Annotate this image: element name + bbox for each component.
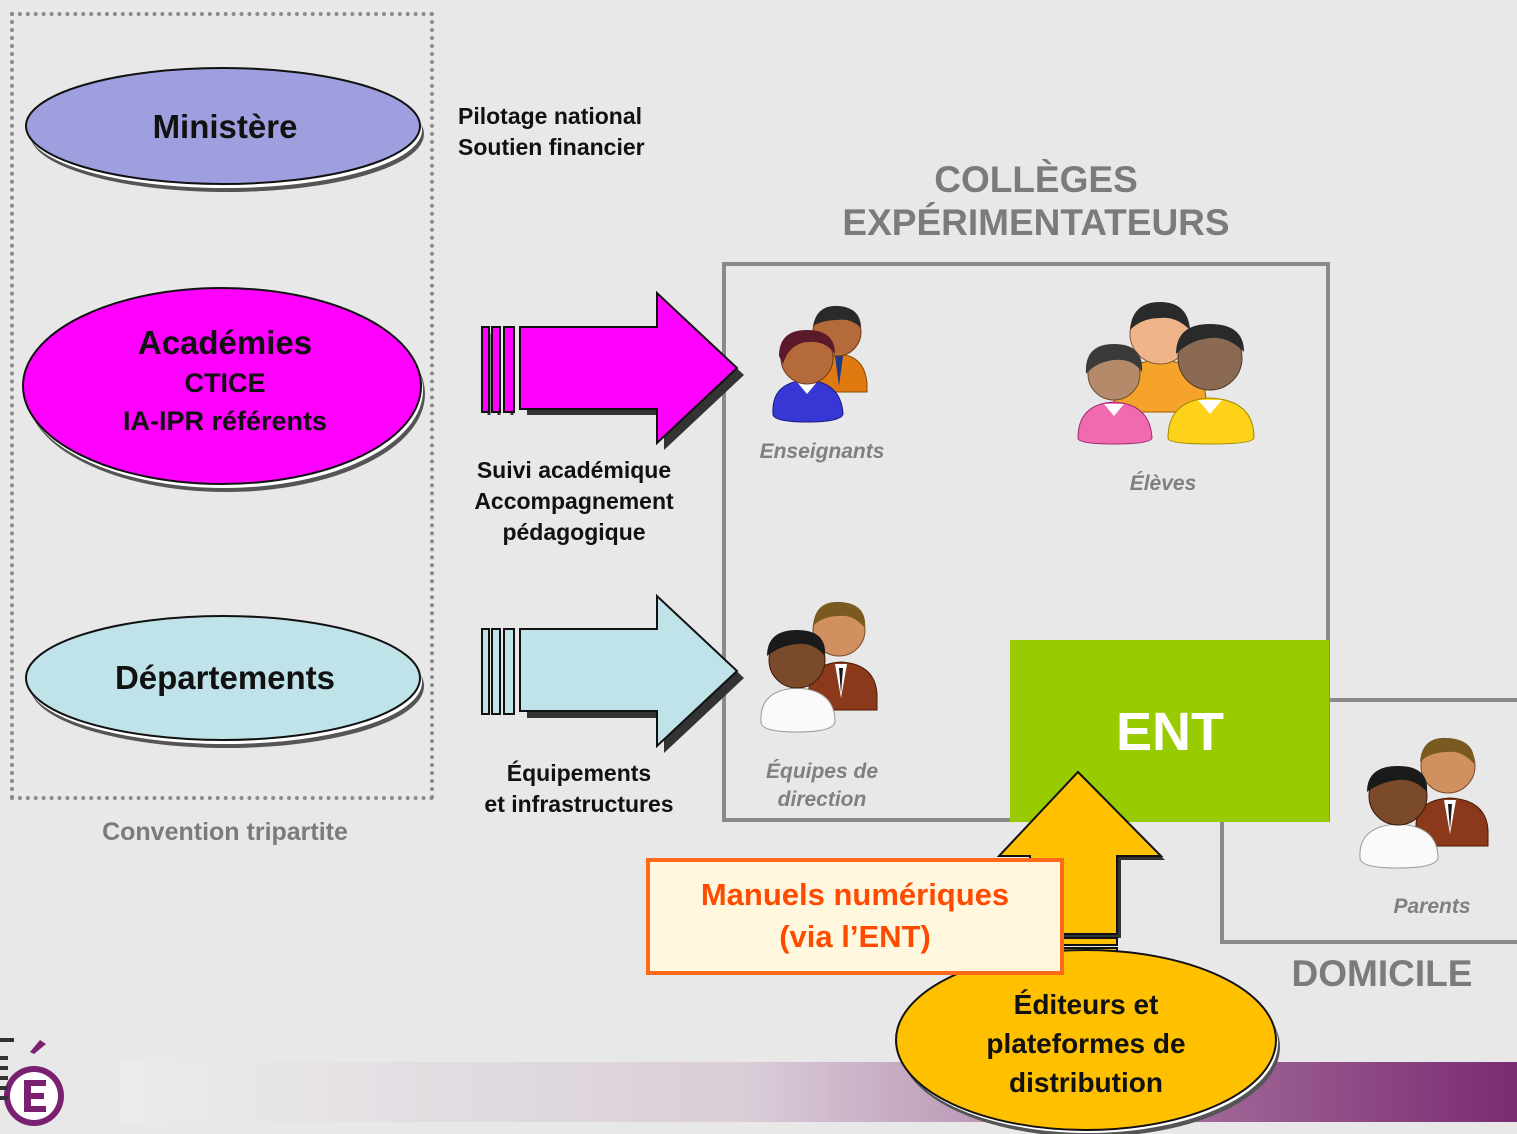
academies-iapr: IA-IPR référents <box>122 406 328 436</box>
suivi-text: Suivi académique Accompagnement pédagogi… <box>440 455 708 548</box>
parents-label: Parents <box>1393 895 1471 918</box>
equipements-line1: Équipements <box>506 760 652 786</box>
equipements-text: Équipements et infrastructures <box>446 758 712 820</box>
ent-label: ENT <box>1116 702 1224 762</box>
education-nationale-logo <box>0 1038 64 1126</box>
parents-icon <box>1359 737 1489 869</box>
equipements-line2: et infrastructures <box>484 791 674 817</box>
editeurs-text: Éditeurs et plateformes de distribution <box>936 985 1236 1102</box>
equipes-line2: direction <box>777 788 867 811</box>
enseignants-label: Enseignants <box>759 440 885 463</box>
equipements-arrow <box>481 593 744 753</box>
ministere-ellipse <box>25 67 424 192</box>
academies-label: Académies <box>137 324 313 361</box>
departements-ellipse <box>25 615 424 748</box>
ministere-label: Ministère <box>152 108 298 145</box>
convention-label: Convention tripartite <box>102 817 348 846</box>
pilotage-text: Pilotage national Soutien financier <box>440 101 718 163</box>
suivi-arrow <box>481 290 744 450</box>
footer-band <box>120 1062 1517 1122</box>
editeurs-line1: Éditeurs et <box>1013 989 1159 1020</box>
students-group-icon <box>1077 302 1255 445</box>
colleges-title-line2: EXPÉRIMENTATEURS <box>842 202 1230 243</box>
colleges-title: COLLÈGES EXPÉRIMENTATEURS <box>760 158 1312 244</box>
editeurs-ellipse <box>895 949 1280 1134</box>
academies-label-group: Académies CTICE IA-IPR référents <box>30 322 420 440</box>
manuels-line1: Manuels numériques <box>700 877 1010 912</box>
suivi-line1: Suivi académique <box>476 457 672 483</box>
editeurs-line2: plateformes de <box>986 1028 1186 1059</box>
academies-ellipse <box>22 287 425 492</box>
manuels-text: Manuels numériques (via l’ENT) <box>652 874 1058 958</box>
academies-ctice: CTICE <box>184 368 266 398</box>
convention-frame <box>10 12 434 800</box>
eleves-label: Élèves <box>1129 472 1197 495</box>
suivi-line2: Accompagnement <box>474 488 674 514</box>
suivi-line3: pédagogique <box>502 519 646 545</box>
direction-team-icon <box>760 601 878 733</box>
manuels-line2: (via l’ENT) <box>779 919 931 954</box>
domicile-title: DOMICILE <box>1291 953 1473 994</box>
pilotage-line2: Soutien financier <box>458 134 645 160</box>
colleges-title-line1: COLLÈGES <box>934 159 1138 200</box>
departements-label: Départements <box>114 659 336 696</box>
pilotage-line1: Pilotage national <box>458 103 643 129</box>
equipes-line1: Équipes de <box>765 760 879 783</box>
manuels-box <box>646 858 1064 975</box>
editeurs-line3: distribution <box>1009 1067 1163 1098</box>
teacher-pair-icon <box>772 305 868 423</box>
equipes-label: Équipes de direction <box>732 758 912 814</box>
